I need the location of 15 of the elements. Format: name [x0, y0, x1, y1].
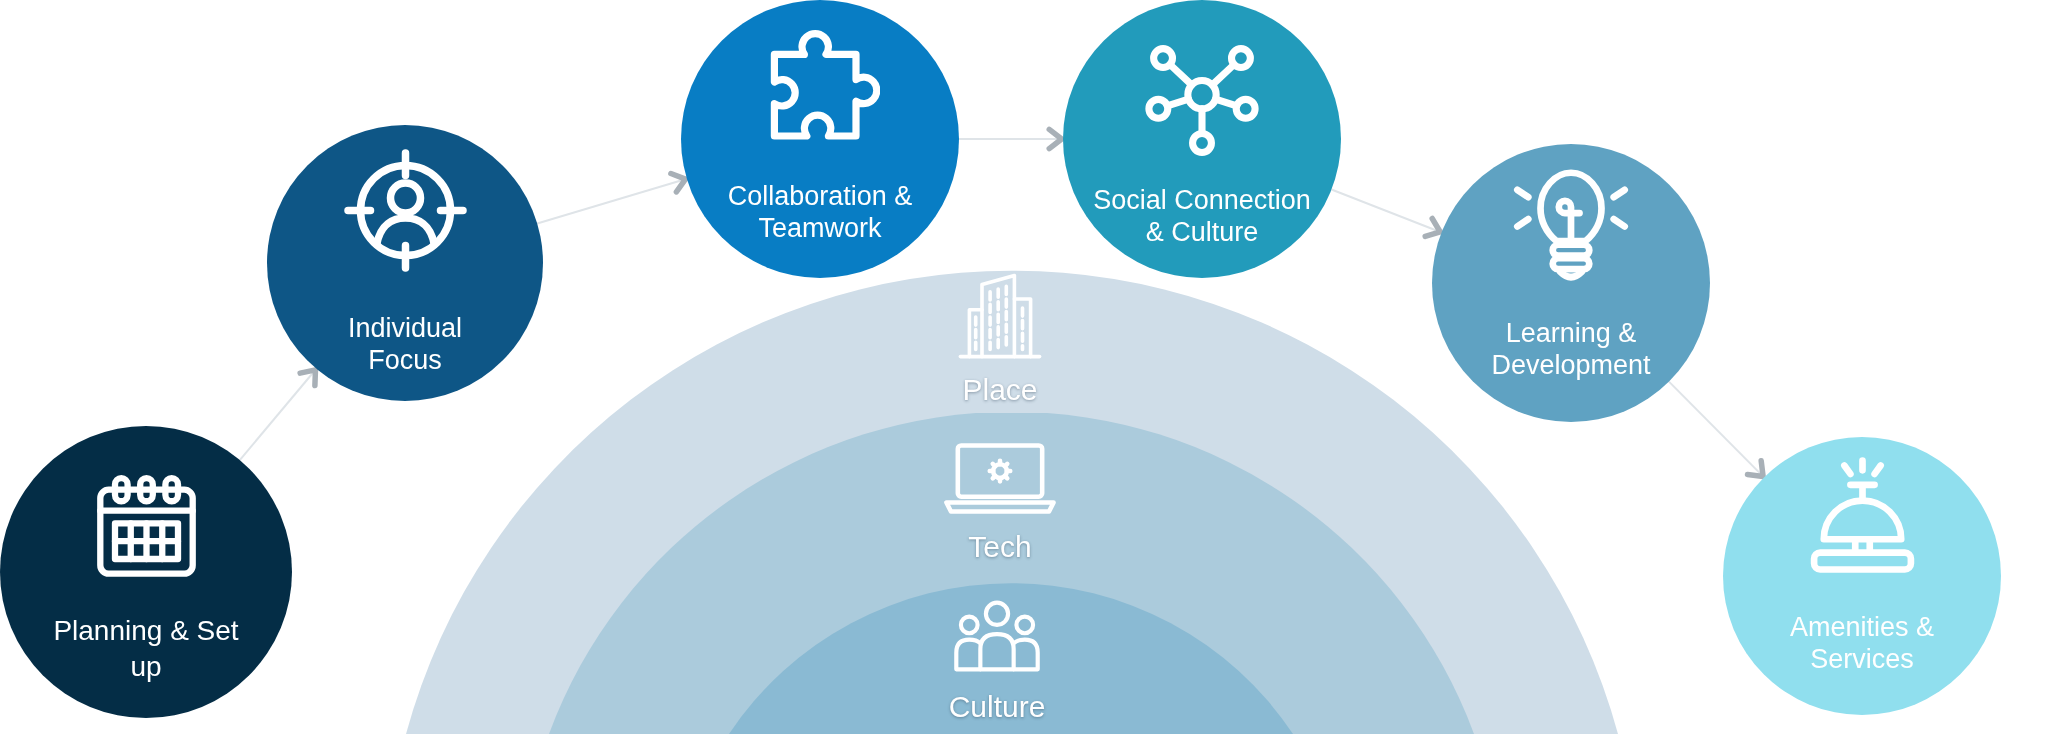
- stage-label: Planning & Set up: [52, 614, 240, 684]
- arc-band: [549, 413, 1474, 734]
- stage-label: Individual Focus: [346, 312, 464, 376]
- arc-band: [729, 583, 1293, 734]
- stage-label: Social Connection & Culture: [1092, 184, 1312, 248]
- chevron-arrow: [958, 126, 1065, 152]
- stage-label: Amenities & Services: [1788, 611, 1936, 675]
- chevron-arrow: [1330, 188, 1443, 240]
- chevron-arrow: [536, 170, 689, 225]
- chevron-arrow: [238, 367, 319, 462]
- stage-label: Collaboration & Teamwork: [726, 180, 914, 244]
- chevron-arrow: [1667, 380, 1766, 480]
- stage-label: Learning & Development: [1490, 317, 1652, 381]
- layer-label: Culture: [948, 689, 1046, 725]
- layer-label: Tech: [968, 529, 1032, 565]
